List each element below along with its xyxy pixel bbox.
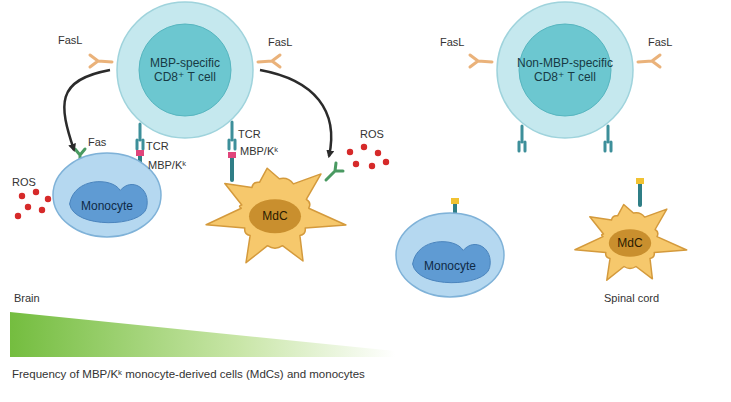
cell-name: Monocyte [410, 259, 490, 273]
cell-name: MdC [607, 236, 653, 250]
fasl-label: FasL [440, 36, 464, 49]
monocyte-cell: Monocyte [395, 210, 505, 300]
cell-name: MBP-specific CD8⁺ T cell [137, 56, 233, 85]
cell-name: Non-MBP-specific CD8⁺ T cell [513, 56, 617, 85]
tcr-label: TCR [238, 128, 261, 141]
mdc-cell: MdC [200, 150, 350, 275]
region-label: Brain [14, 292, 40, 305]
fas-signal-arrow [64, 70, 110, 150]
monocyte-cell: Monocyte [52, 150, 162, 240]
tcr-label: TCR [146, 140, 169, 153]
mhc-peptide [136, 150, 644, 222]
fasl-label: FasL [58, 34, 82, 47]
fas-label: Fas [88, 136, 106, 149]
region-label: Spinal cord [604, 292, 659, 305]
fas-signal-arrow [260, 70, 331, 156]
frequency-gradient [10, 312, 395, 357]
gradient-caption: Frequency of MBP/Kᵏ monocyte-derived cel… [12, 368, 365, 382]
fasl-label: FasL [268, 36, 292, 49]
ros-label: ROS [360, 128, 384, 141]
mdc-cell: MdC [555, 190, 705, 290]
ros-label: ROS [12, 176, 36, 189]
fasl-label: FasL [648, 36, 672, 49]
mhc-label: MBP/Kᵏ [148, 159, 186, 172]
monocyte-cell-outline [52, 150, 162, 240]
cell-name: Monocyte [67, 199, 147, 213]
t-cell: MBP-specific CD8⁺ T cell [110, 0, 260, 140]
cell-name: MdC [252, 209, 298, 223]
mhc-label: MBP/Kᵏ [240, 145, 278, 158]
monocyte-cell-outline [395, 210, 505, 300]
t-cell: Non-MBP-specific CD8⁺ T cell [490, 0, 640, 140]
